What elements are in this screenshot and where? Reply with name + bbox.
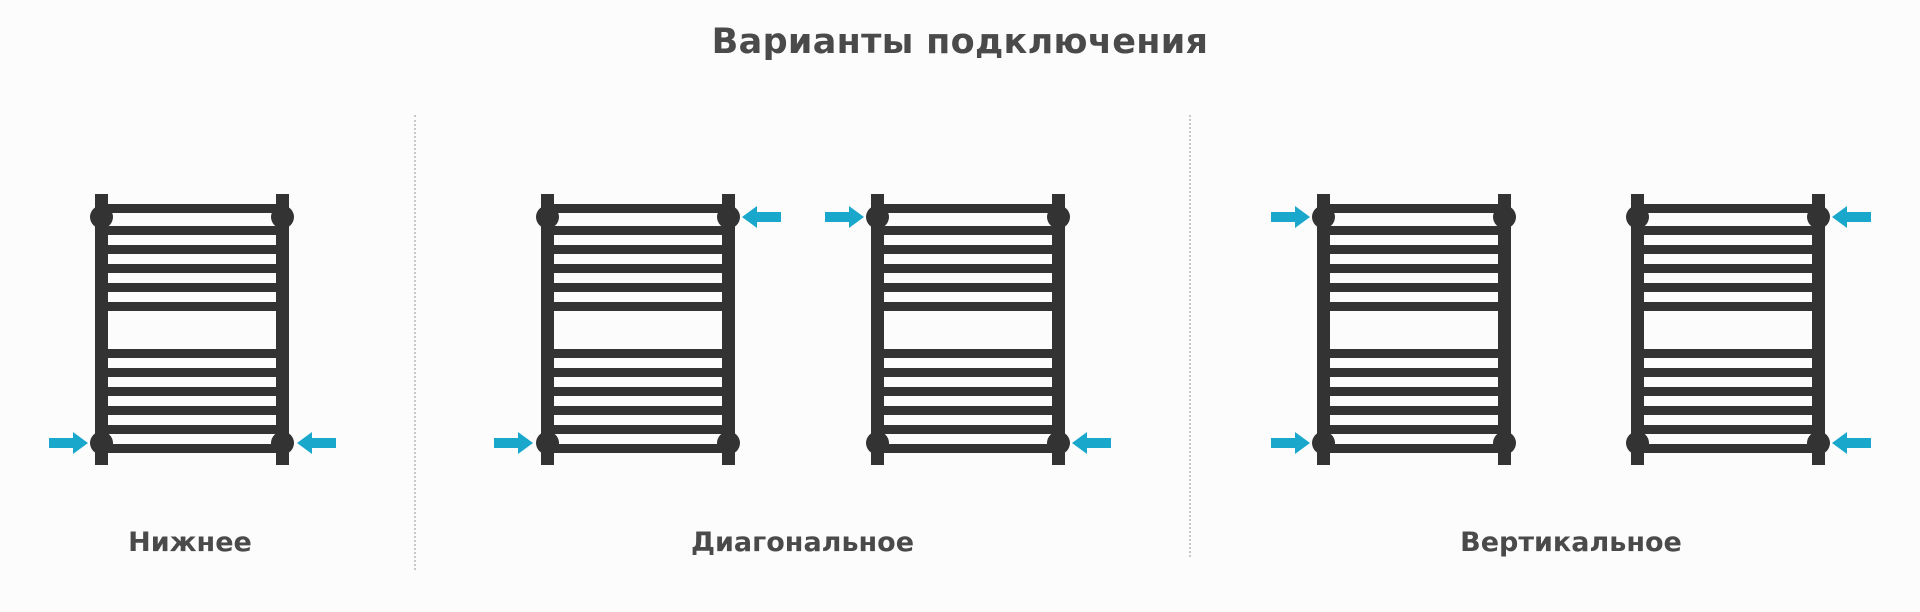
inlet-arrow-left-icon <box>742 206 781 228</box>
inlet-arrow-right-icon <box>825 206 864 228</box>
inlet-arrow-right-icon <box>1271 432 1310 454</box>
towel-rail-radiator-icon <box>866 194 1070 465</box>
towel-rail-radiator-icon <box>536 194 740 465</box>
inlet-arrow-left-icon <box>297 432 336 454</box>
towel-rail-radiator-icon <box>1312 194 1516 465</box>
inlet-arrow-left-icon <box>1832 432 1871 454</box>
inlet-arrow-left-icon <box>1072 432 1111 454</box>
radiator-vertical-connection-2 <box>1626 194 1871 465</box>
page-title: Варианты подключения <box>711 22 1209 62</box>
radiator-diagonal-connection-1 <box>494 194 781 465</box>
section-label-diagonal: Диагональное <box>690 527 915 558</box>
inlet-arrow-right-icon <box>49 432 88 454</box>
section-label-vertical: Вертикальное <box>1460 527 1682 558</box>
towel-rail-radiator-icon <box>1626 194 1830 465</box>
radiator-diagonal-connection-2 <box>825 194 1111 465</box>
inlet-arrow-right-icon <box>1271 206 1310 228</box>
inlet-arrow-left-icon <box>1832 206 1871 228</box>
inlet-arrow-right-icon <box>494 432 533 454</box>
section-divider <box>1189 115 1191 557</box>
section-label-bottom: Нижнее <box>128 527 252 558</box>
section-divider <box>414 115 416 570</box>
towel-rail-radiator-icon <box>90 194 294 465</box>
radiator-bottom-connection <box>49 194 336 465</box>
radiator-vertical-connection-1 <box>1271 194 1516 465</box>
